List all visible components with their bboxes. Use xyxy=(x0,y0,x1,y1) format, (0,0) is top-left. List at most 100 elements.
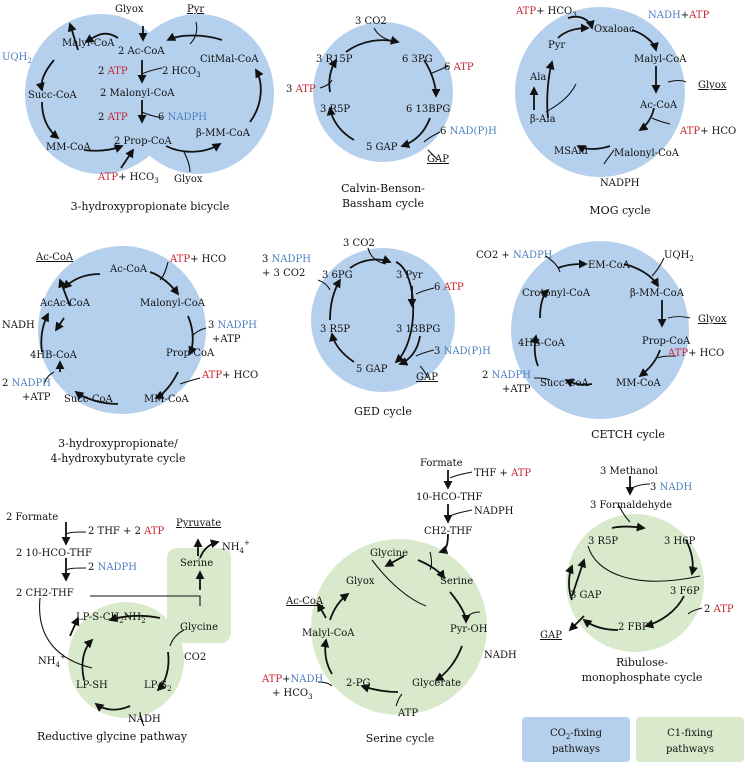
ser-2pg: 2-PG xyxy=(346,678,370,689)
rgp-serine: Serine xyxy=(180,558,213,569)
hp-atp-2: 2 ATP xyxy=(98,112,128,123)
panel-rump-cycle: 3 Methanol 3 NADH 3 Formaldehyde 3 R5P 3… xyxy=(540,466,734,684)
hp-mm-coa: MM-CoA xyxy=(46,142,92,153)
rump-atp: 2 ATP xyxy=(704,604,734,615)
cetch-glyox: Glyox xyxy=(698,314,727,325)
ser-malyl-coa: Malyl-CoA xyxy=(302,628,355,639)
panel-ged-cycle: 3 CO2 3 NADPH + 3 CO2 3 6PG 3 Pyr 6 ATP … xyxy=(262,238,491,418)
cbb-r5p: 3 R5P xyxy=(320,104,350,115)
ser-ac-coa: Ac-CoA xyxy=(285,596,324,607)
ged-nadph-2: 3 NAD(P)H xyxy=(434,346,491,357)
ged-6pg: 3 6PG xyxy=(322,270,353,281)
hp-atp-hco3: ATP+ HCO3 xyxy=(97,172,159,185)
cetch-atp-hco3: ATP+ HCO xyxy=(667,348,724,359)
panel-3hp-4hb-cycle: Ac-CoA Ac-CoA ATP+ HCO AcAc-CoA Malonyl-… xyxy=(2,246,258,465)
legend-c1-label: C1-fixing xyxy=(667,728,713,739)
rump-methanol: 3 Methanol xyxy=(600,466,658,477)
hphb-mm-coa: MM-CoA xyxy=(144,394,190,405)
hphb-atp-3: +ATP xyxy=(22,392,51,403)
ged-13bpg: 3 13BPG xyxy=(396,324,440,335)
rgp-hco-thf: 2 10-HCO-THF xyxy=(16,548,92,559)
rgp-lp-s2: LP-S2 xyxy=(144,680,172,693)
rump-f6p: 3 F6P xyxy=(670,586,700,597)
ser-formate: Formate xyxy=(420,458,463,469)
hp-bmm-coa: β-MM-CoA xyxy=(196,128,251,139)
hphb-prop-coa: Prop-CoA xyxy=(166,348,215,359)
hp-nadph: 6 NADPH xyxy=(158,112,207,123)
cetch-succ-coa: Succ-CoA xyxy=(540,378,590,389)
ser-glycerate: Glycerate xyxy=(412,678,461,689)
rgp-lp-s-ch2nh2: LP-S-CH2NH2 xyxy=(76,612,146,625)
mog-title: MOG cycle xyxy=(589,204,650,217)
mog-atp-hco3-2: ATP+ HCO xyxy=(679,126,736,137)
rump-h6p: 3 H6P xyxy=(664,536,696,547)
panel-serine-cycle: Formate THF + ATP 10-HCO-THF NADPH CH2-T… xyxy=(261,458,531,745)
hp-uqh: UQH2 xyxy=(2,52,32,65)
cetch-title: CETCH cycle xyxy=(591,428,665,441)
rump-formaldehyde: 3 Formaldehyde xyxy=(590,500,672,511)
mog-beta-ala: β-Ala xyxy=(530,114,556,125)
ged-pyr: 3 Pyr xyxy=(396,270,423,281)
ged-atp: 6 ATP xyxy=(434,282,464,293)
mog-msald: MSAld xyxy=(554,146,589,157)
rgp-thf-atp: 2 THF + 2 ATP xyxy=(88,526,165,537)
ser-serine: Serine xyxy=(440,576,473,587)
hphb-nadph-2: 2 NADPH xyxy=(2,378,51,389)
ser-title: Serine cycle xyxy=(366,732,434,745)
panel-3hp-bicycle: Glyox Pyr UQH2 Malyl-CoA 2 Ac-CoA CitMal… xyxy=(2,4,274,213)
mog-ala: Ala xyxy=(529,72,546,83)
cbb-title-line1: Calvin-Benson- xyxy=(341,182,425,195)
rump-fbp: 2 FBP xyxy=(618,622,649,633)
hphb-nadph-1: 3 NADPH xyxy=(208,320,257,331)
cetch-em-coa: EM-CoA xyxy=(588,260,631,271)
rgp-circle xyxy=(68,602,184,718)
hp-pyr: Pyr xyxy=(187,4,204,15)
ged-r5p: 3 R5P xyxy=(320,324,350,335)
rgp-ch2-thf: 2 CH2-THF xyxy=(16,588,74,599)
rump-gap: GAP xyxy=(540,630,562,641)
cetch-atp-2: +ATP xyxy=(502,384,531,395)
mog-atp-hco3: ATP+ HCO3 xyxy=(515,6,577,19)
ser-ch2-thf: CH2-THF xyxy=(424,526,472,537)
hp-malyl-coa: Malyl-CoA xyxy=(62,38,115,49)
ged-5gap: 5 GAP xyxy=(356,364,388,375)
hp-right-circle xyxy=(122,14,274,174)
hphb-ac-coa-out: Ac-CoA xyxy=(35,252,74,263)
cbb-co2: 3 CO2 xyxy=(355,16,387,27)
hp-atp-1: 2 ATP xyxy=(98,66,128,77)
mog-oxaloac: Oxaloac xyxy=(594,24,635,35)
cbb-5gap: 5 GAP xyxy=(366,142,398,153)
hphb-title-line2: 4-hydroxybutyrate cycle xyxy=(51,452,186,465)
rgp-pyruvate: Pyruvate xyxy=(176,518,221,529)
cetch-mm-coa: MM-CoA xyxy=(616,378,662,389)
rump-circle xyxy=(566,514,704,652)
ser-nadh-1: NADH xyxy=(484,650,517,661)
cbb-3pg: 6 3PG xyxy=(402,54,433,65)
ged-title: GED cycle xyxy=(354,405,412,418)
hphb-atp-2: +ATP xyxy=(212,334,241,345)
mog-nadh-atp: NADH+ATP xyxy=(648,10,709,21)
cetch-co2-nadph: CO2 + NADPH xyxy=(476,250,553,261)
rgp-formate: 2 Formate xyxy=(6,512,58,523)
cetch-prop-coa: Prop-CoA xyxy=(642,336,691,347)
cbb-atp-left: 3 ATP xyxy=(286,84,316,95)
rgp-glycine: Glycine xyxy=(180,622,218,633)
ged-nadph: 3 NADPH xyxy=(262,254,311,265)
hp-malonyl-coa: 2 Malonyl-CoA xyxy=(100,88,175,99)
legend-c1-line2: pathways xyxy=(666,744,714,755)
legend-co2-line2: pathways xyxy=(552,744,600,755)
rgp-nadh: NADH xyxy=(128,714,161,725)
mog-ac-coa: Ac-CoA xyxy=(639,100,678,111)
hphb-succ-coa: Succ-CoA xyxy=(64,394,114,405)
hp-title: 3-hydroxypropionate bicycle xyxy=(71,200,230,213)
legend-co2-fixing-box xyxy=(522,717,630,762)
cbb-gap: GAP xyxy=(427,154,449,165)
ser-circle xyxy=(311,539,487,715)
rgp-lp-sh: LP-SH xyxy=(76,680,108,691)
ser-nadph: NADPH xyxy=(474,506,514,517)
rgp-nh4-2: NH4+ xyxy=(38,653,66,669)
hphb-circle xyxy=(38,246,206,414)
rump-nadh: 3 NADH xyxy=(650,482,693,493)
